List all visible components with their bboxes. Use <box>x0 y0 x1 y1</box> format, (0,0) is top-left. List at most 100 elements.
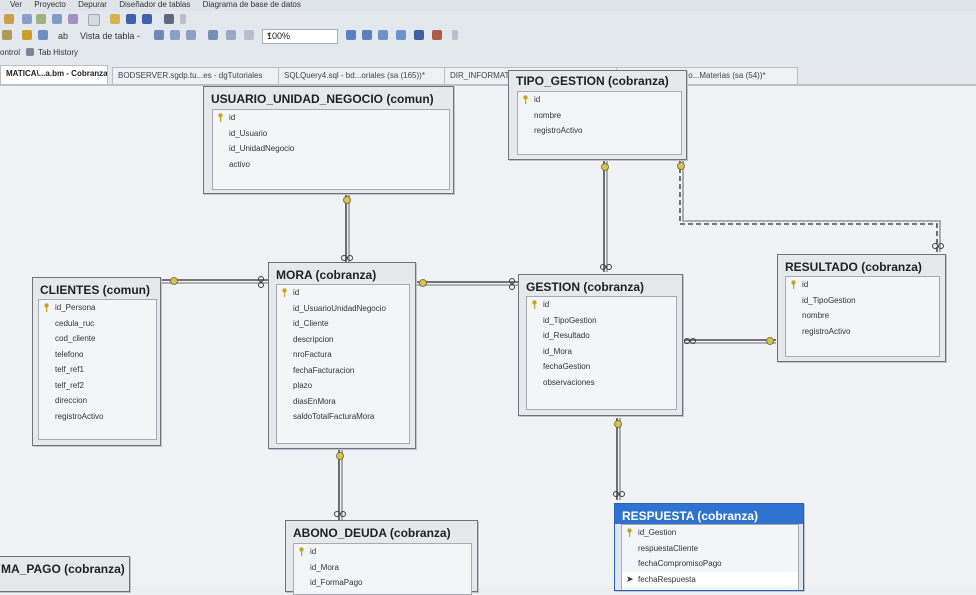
grid-icon[interactable] <box>378 30 388 40</box>
page-break-icon[interactable] <box>208 30 218 40</box>
table-resultado[interactable]: RESULTADO (cobranza) id id_TipoGestion n… <box>777 254 946 362</box>
tab-cobranza-diagram[interactable]: MATICA\...a.bm - Cobranza* <box>0 65 108 84</box>
column-name: id_Usuario <box>229 128 268 138</box>
abc-icon[interactable]: ab <box>58 31 69 41</box>
properties-icon[interactable] <box>414 30 424 40</box>
column-row[interactable]: ➤ fechaRespuesta <box>622 571 798 587</box>
key-icon[interactable] <box>22 30 32 40</box>
relationships-icon[interactable] <box>170 30 180 40</box>
column-row[interactable]: telefono <box>39 347 156 363</box>
column-row[interactable]: id_UsuarioUnidadNegocio <box>277 301 409 317</box>
column-row[interactable]: fechaFacturacion <box>277 363 409 379</box>
column-row[interactable]: telf_ref1 <box>39 362 156 378</box>
column-row[interactable]: registroActivo <box>39 409 156 425</box>
table-gestion[interactable]: GESTION (cobranza) id id_TipoGestion id_… <box>518 274 683 416</box>
save-icon[interactable] <box>126 14 136 24</box>
overflow-chevron-icon[interactable] <box>180 14 186 24</box>
menu-item-project[interactable]: Proyecto <box>34 0 66 9</box>
column-row[interactable]: nombre <box>518 108 681 124</box>
column-row[interactable]: respuestaCliente <box>622 541 798 557</box>
column-row[interactable]: id_Gestion <box>622 525 798 541</box>
zoom-select[interactable]: 100% ▾ <box>262 29 338 44</box>
label-icon[interactable] <box>244 30 254 40</box>
primary-key-icon <box>282 288 287 297</box>
relationship-icon[interactable] <box>2 30 12 40</box>
column-name: nroFactura <box>293 350 332 359</box>
column-row[interactable]: saldoTotalFacturaMora <box>277 409 409 425</box>
add-item-icon[interactable] <box>22 14 32 24</box>
column-row[interactable]: cedula_ruc <box>39 316 156 332</box>
menu-item-database-diagram[interactable]: Diagrama de base de datos <box>202 0 301 9</box>
menu-item-table-designer[interactable]: Diseñador de tablas <box>119 0 191 9</box>
table-forma-pago[interactable]: MA_PAGO (cobranza) <box>0 556 130 592</box>
column-name: observaciones <box>543 377 595 387</box>
new-query-icon[interactable] <box>36 14 46 24</box>
column-name: id_FormaPago <box>310 578 363 587</box>
column-icon[interactable] <box>396 30 406 40</box>
history-icon[interactable] <box>26 48 34 56</box>
column-row[interactable]: cod_cliente <box>39 331 156 347</box>
print-icon[interactable] <box>164 14 174 24</box>
column-row[interactable]: registroActivo <box>786 324 939 340</box>
column-row[interactable]: plazo <box>277 378 409 394</box>
open-folder-icon[interactable] <box>110 14 120 24</box>
save-all-icon[interactable] <box>142 14 152 24</box>
overflow-chevron-2-icon[interactable] <box>452 30 458 40</box>
layout-icon[interactable] <box>346 30 356 40</box>
add-table-icon[interactable] <box>38 30 48 40</box>
column-row[interactable]: id_TipoGestion <box>527 313 676 329</box>
table-usuario-unidad-negocio[interactable]: USUARIO_UNIDAD_NEGOCIO (comun) id id_Usu… <box>203 86 454 194</box>
key-endpoint-icon <box>614 420 622 428</box>
column-row[interactable]: nombre <box>786 308 939 324</box>
column-row[interactable]: id_Resultado <box>527 328 676 344</box>
column-row[interactable]: registroActivo <box>518 123 681 139</box>
column-row[interactable]: id_Persona <box>39 300 156 316</box>
document-icon[interactable] <box>88 14 100 26</box>
new-icon[interactable] <box>4 14 14 24</box>
column-row[interactable]: id <box>518 92 681 108</box>
column-row[interactable]: descripcion <box>277 332 409 348</box>
column-row[interactable]: activo <box>213 157 449 173</box>
column-row[interactable]: telf_ref2 <box>39 378 156 394</box>
table-title: GESTION (cobranza) <box>526 280 645 294</box>
column-name: id <box>543 300 550 309</box>
column-row[interactable]: id_UnidadNegocio <box>213 141 449 157</box>
column-row[interactable]: id <box>277 285 409 301</box>
table-mora[interactable]: MORA (cobranza) id id_UsuarioUnidadNegoc… <box>268 262 416 449</box>
column-row[interactable]: id_Mora <box>527 344 676 360</box>
column-name: id_Mora <box>543 346 572 356</box>
column-row[interactable]: id <box>213 110 449 126</box>
column-row[interactable]: fechaCompromisoPago <box>622 556 798 572</box>
column-row[interactable]: nroFactura <box>277 347 409 363</box>
autosize-icon[interactable] <box>226 30 236 40</box>
arrange-tables-icon[interactable] <box>154 30 164 40</box>
indexes-icon[interactable] <box>186 30 196 40</box>
table-tipo-gestion[interactable]: TIPO_GESTION (cobranza) id nombre regist… <box>508 70 687 160</box>
column-row[interactable]: id_FormaPago <box>294 575 471 591</box>
column-row[interactable]: observaciones <box>527 375 676 391</box>
query-2-icon[interactable] <box>68 14 78 24</box>
menu-item-debug[interactable]: Depurar <box>78 0 107 9</box>
column-row[interactable]: id <box>294 544 471 560</box>
table-abono-deuda[interactable]: ABONO_DEUDA (cobranza) id id_Mora id_For… <box>285 520 478 595</box>
tab-history-button[interactable]: Tab History <box>38 48 79 57</box>
column-row[interactable]: id <box>786 277 939 293</box>
table-view-dropdown[interactable]: Vista de tabla - <box>80 31 140 41</box>
menu-item-view[interactable]: Ver <box>10 0 23 9</box>
column-row[interactable]: id_TipoGestion <box>786 293 939 309</box>
image-icon[interactable] <box>432 30 442 40</box>
table-icon[interactable] <box>362 30 372 40</box>
relationship-line <box>679 160 938 252</box>
column-name: descripcion <box>293 334 334 344</box>
column-row[interactable]: id_Mora <box>294 560 471 576</box>
column-row[interactable]: fechaGestion <box>527 359 676 375</box>
column-row[interactable]: direccion <box>39 393 156 409</box>
column-row[interactable]: diasEnMora <box>277 394 409 410</box>
table-respuesta[interactable]: RESPUESTA (cobranza) id_Gestion respuest… <box>614 503 804 591</box>
column-row[interactable]: id_Usuario <box>213 126 449 142</box>
table-clientes[interactable]: CLIENTES (comun) id_Persona cedula_ruc c… <box>32 277 161 446</box>
column-row[interactable]: id_Cliente <box>277 316 409 332</box>
column-name: plazo <box>293 381 313 390</box>
query-icon[interactable] <box>52 14 62 24</box>
column-row[interactable]: id <box>527 297 676 313</box>
